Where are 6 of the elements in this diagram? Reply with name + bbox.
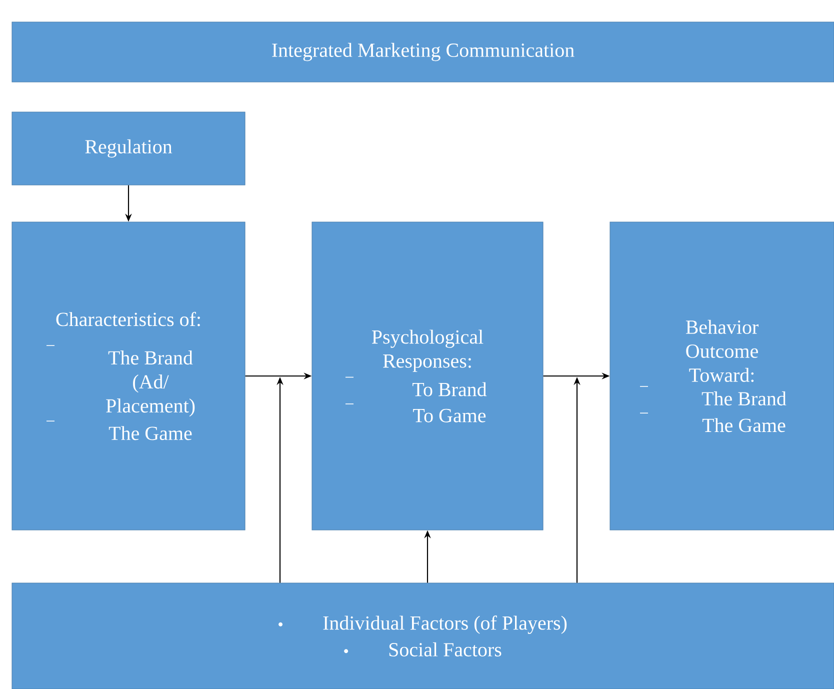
process-box: Integrated Marketing Communication [12,22,834,82]
process-box: Regulation [12,112,246,186]
process-box: Characteristics of: The Brand (Ad/ Placement) The Game [12,222,246,530]
process-box: Psychological Responses: To Brand To Game [312,222,544,530]
process-box: Behavior Outcome Toward: The Brand The Game [610,222,834,530]
process-box: Individual Factors (of Players) Social Factors [12,582,834,689]
